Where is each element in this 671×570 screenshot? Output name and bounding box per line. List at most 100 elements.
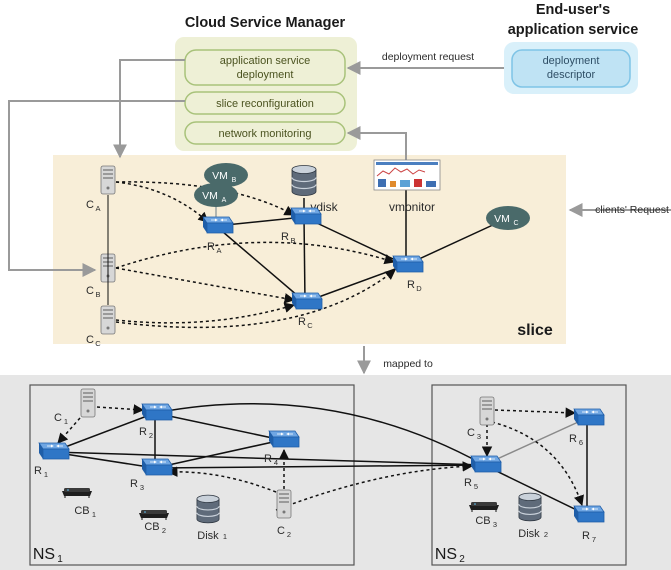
client-c-icon[interactable]: [100, 305, 116, 335]
monitoring-pill[interactable]: [184, 121, 346, 145]
reconfiguration-pill-label: slice reconfiguration: [216, 98, 314, 110]
ns2-label-sub: 2: [459, 554, 465, 565]
client-3-sub: 3: [477, 432, 481, 441]
router-6-sub: 6: [579, 438, 583, 447]
router-d-sub: D: [416, 284, 422, 293]
vm-a-node[interactable]: [194, 183, 238, 207]
descriptor-label-line2: descriptor: [547, 69, 596, 81]
router-4-label: R: [264, 453, 272, 465]
deployment-to-slice-connector: [113, 59, 185, 159]
router-2-label: R: [139, 426, 147, 438]
client-c-label: C: [86, 334, 94, 346]
router-7-sub: 7: [592, 535, 596, 544]
disk-1-label: Disk: [197, 530, 219, 542]
vm-c-sub: C: [513, 220, 518, 227]
router-b-sub: B: [290, 236, 295, 245]
router-1-label: R: [34, 465, 42, 477]
vmonitor-icon[interactable]: [373, 159, 441, 191]
router-a-sub: A: [216, 246, 221, 255]
reconfiguration-feedback-connector: [8, 100, 185, 277]
client-1-label: C: [54, 412, 62, 424]
router-4-sub: 4: [274, 458, 278, 467]
cb-3-sub: 3: [493, 520, 497, 529]
client-a-sub: A: [95, 204, 100, 213]
client-1-icon[interactable]: [80, 388, 96, 418]
manager-title: Cloud Service Manager: [185, 15, 346, 31]
disk-1-icon[interactable]: [196, 494, 220, 524]
disk-1-sub: 1: [223, 532, 227, 541]
cb-2-label: CB: [144, 521, 159, 533]
router-5-label: R: [464, 477, 472, 489]
deployment-pill[interactable]: [184, 49, 346, 86]
client-2-sub: 2: [287, 530, 291, 539]
router-7-icon[interactable]: [573, 505, 605, 523]
physical-links: [51, 403, 588, 516]
slice-client-flows: [115, 181, 396, 329]
ns1-box: [29, 384, 355, 566]
router-3-icon[interactable]: [141, 458, 173, 476]
reconfiguration-pill[interactable]: [184, 91, 346, 115]
client-a-label: C: [86, 199, 94, 211]
router-d-label: R: [407, 279, 415, 291]
ns1-label-sub: 1: [57, 554, 63, 565]
router-6-icon[interactable]: [573, 408, 605, 426]
slice-label: slice: [517, 322, 553, 339]
router-1-icon[interactable]: [38, 442, 70, 460]
client-c-sub: C: [95, 339, 101, 348]
cb-1-label: CB: [74, 505, 89, 517]
ns1-label: NS: [33, 546, 55, 563]
vm-b-label: VM: [212, 170, 228, 182]
descriptor-label-line1: deployment: [543, 55, 600, 67]
cb-1-sub: 1: [92, 510, 96, 519]
deployment-pill-label-line2: deployment: [237, 69, 294, 81]
deployment-request-label: deployment request: [382, 51, 474, 63]
mapped-to-label: mapped to: [383, 358, 433, 370]
router-7-label: R: [582, 530, 590, 542]
vm-a-label: VM: [202, 190, 218, 202]
router-1-sub: 1: [44, 470, 48, 479]
router-3-label: R: [130, 478, 138, 490]
disk-2-icon[interactable]: [518, 492, 542, 522]
vm-b-sub: B: [232, 177, 237, 184]
client-a-icon[interactable]: [100, 165, 116, 195]
monitoring-connector: [346, 126, 407, 160]
disk-2-label: Disk: [518, 528, 540, 540]
vm-b-node[interactable]: [204, 163, 248, 187]
end-user-title-line1: End-user's: [536, 2, 610, 18]
descriptor-box[interactable]: [511, 49, 631, 88]
client-b-sub: B: [95, 290, 100, 299]
disk-2-sub: 2: [544, 530, 548, 539]
physical-panel: [0, 375, 671, 570]
vm-c-node[interactable]: [486, 206, 530, 230]
router-3-sub: 3: [140, 483, 144, 492]
router-b-label: R: [281, 231, 289, 243]
router-6-label: R: [569, 433, 577, 445]
end-user-title-line2: application service: [508, 22, 639, 38]
router-a-label: R: [207, 241, 215, 253]
clients-request-label: clients' Request: [595, 204, 669, 216]
vdisk-icon[interactable]: [291, 164, 317, 197]
client-2-label: C: [277, 525, 285, 537]
router-4-icon[interactable]: [268, 430, 300, 448]
router-b-icon[interactable]: [290, 207, 322, 225]
vmonitor-label: vmonitor: [389, 200, 435, 214]
router-c-label: R: [298, 316, 306, 328]
cb-3-label: CB: [475, 515, 490, 527]
vm-c-label: VM: [494, 213, 510, 225]
router-5-icon[interactable]: [470, 455, 502, 473]
client-2-icon[interactable]: [276, 489, 292, 519]
router-2-sub: 2: [149, 431, 153, 440]
router-5-sub: 5: [474, 482, 478, 491]
physical-client-flows: [57, 404, 584, 511]
router-c-icon[interactable]: [291, 292, 323, 310]
ns2-label: NS: [435, 546, 457, 563]
router-2-icon[interactable]: [141, 403, 173, 421]
client-3-icon[interactable]: [479, 396, 495, 426]
client-1-sub: 1: [64, 417, 68, 426]
vm-a-sub: A: [222, 197, 227, 204]
client-b-label: C: [86, 285, 94, 297]
router-a-icon[interactable]: [202, 216, 234, 234]
deployment-pill-label-line1: application service: [220, 55, 311, 67]
router-d-icon[interactable]: [392, 255, 424, 273]
